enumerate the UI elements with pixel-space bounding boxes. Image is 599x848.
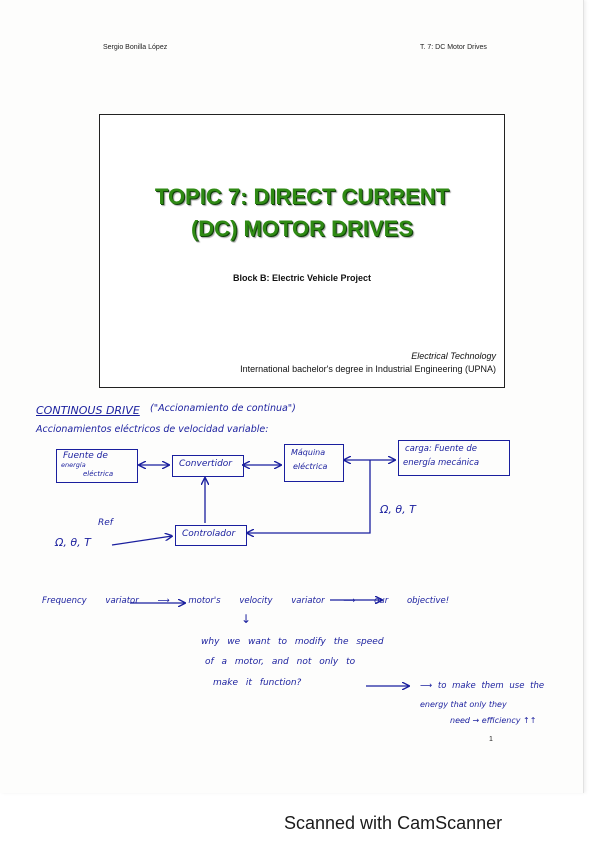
- slide-course: Electrical Technology: [411, 351, 496, 361]
- notes-line2: Accionamientos eléctricos de velocidad v…: [36, 424, 269, 435]
- reference-label: Ref: [98, 518, 113, 528]
- notes-para2-line2: of a motor, and not only to: [205, 657, 356, 667]
- box-energy-source: Fuente de energía eléctrica: [56, 449, 138, 483]
- reference-variables: Ω, θ, T: [55, 536, 91, 549]
- feedback-variables: Ω, θ, T: [380, 503, 416, 516]
- slide-title-line1: TOPIC 7: DIRECT CURRENT: [154, 184, 450, 209]
- controller-label: Controlador: [182, 529, 236, 539]
- notes-para3-line2: need → efficiency ↑↑: [450, 716, 537, 725]
- converter-label: Convertidor: [179, 459, 233, 469]
- page-number: 1: [489, 736, 493, 743]
- box-converter: Convertidor: [172, 455, 244, 477]
- notes-heading-translation: ("Accionamiento de continua"): [150, 403, 296, 414]
- header-author: Sergio Bonilla López: [103, 44, 168, 51]
- scanner-watermark: Scanned with CamScanner: [284, 813, 503, 833]
- slide-title: TOPIC 7: DIRECT CURRENT (DC) MOTOR DRIVE…: [100, 181, 504, 245]
- arrow-reference: [111, 536, 172, 546]
- title-slide: TOPIC 7: DIRECT CURRENT (DC) MOTOR DRIVE…: [99, 114, 505, 388]
- notes-para2-line1: why we want to modify the speed: [201, 637, 384, 647]
- slide-title-line2: (DC) MOTOR DRIVES: [190, 216, 414, 241]
- block-diagram-arrows: [111, 0, 583, 793]
- load-label-2: energía mecánica: [403, 458, 480, 468]
- slide-degree: International bachelor's degree in Indus…: [240, 364, 496, 374]
- source-label-3: eléctrica: [83, 470, 114, 478]
- down-arrow: ↓: [241, 612, 252, 626]
- notes-heading: CONTINOUS DRIVE: [36, 404, 140, 417]
- machine-label-1: Máquina: [291, 448, 326, 457]
- scanned-page: Sergio Bonilla López T. 7: DC Motor Driv…: [36, 0, 584, 793]
- notes-para1: Frequency variator ⟶ motor's velocity va…: [42, 596, 450, 606]
- box-electric-machine: Máquina eléctrica: [284, 444, 344, 482]
- box-controller: Controlador: [175, 525, 247, 546]
- arrow-feedback: [247, 460, 371, 533]
- source-label-2: energía: [61, 461, 86, 469]
- header-topic: T. 7: DC Motor Drives: [420, 44, 487, 51]
- notes-para2-arrow: ⟶ to make them use the: [420, 681, 545, 691]
- slide-subtitle: Block B: Electric Vehicle Project: [232, 273, 372, 283]
- source-label-1: Fuente de: [63, 451, 108, 461]
- load-label-1: carga: Fuente de: [405, 444, 477, 454]
- box-mechanical-load: carga: Fuente de energía mecánica: [398, 440, 510, 476]
- notes-para2-line3: make it function?: [213, 678, 302, 688]
- machine-label-2: eléctrica: [293, 462, 328, 471]
- notes-para3-line1: energy that only they: [420, 700, 507, 709]
